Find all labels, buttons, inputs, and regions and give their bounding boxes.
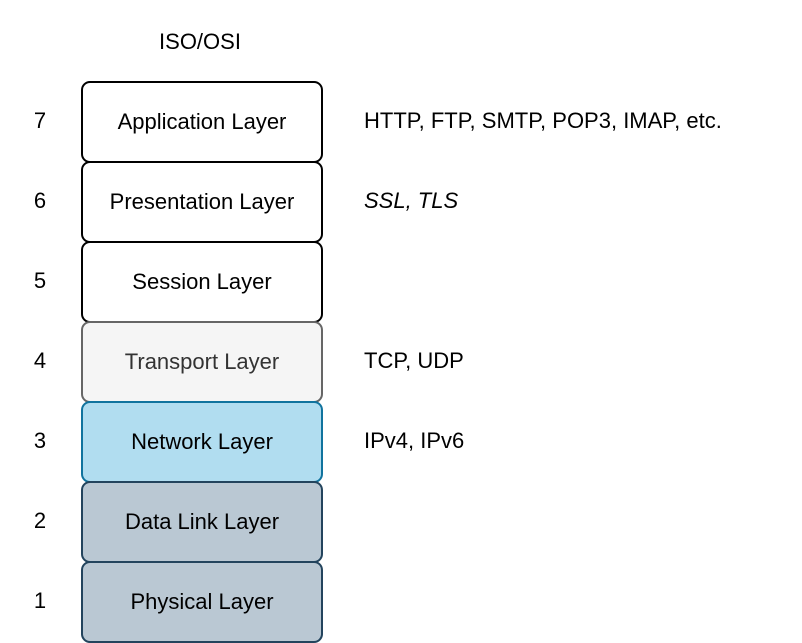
layer-number: 3 (33, 428, 47, 453)
layer-protocols: IPv4, IPv6 (364, 428, 465, 453)
layer-box-session: Session Layer (81, 241, 323, 323)
layer-row-1: 1 Physical Layer (0, 561, 802, 643)
layer-box-data-link: Data Link Layer (81, 481, 323, 563)
layer-box-presentation: Presentation Layer (81, 161, 323, 243)
layer-protocols: HTTP, FTP, SMTP, POP3, IMAP, etc. (364, 108, 722, 133)
layer-row-2: 2 Data Link Layer (0, 481, 802, 563)
layer-number: 1 (33, 588, 47, 613)
layer-box-transport: Transport Layer (81, 321, 323, 403)
layer-number: 2 (33, 508, 47, 533)
diagram-title: ISO/OSI (159, 29, 241, 54)
layer-number: 5 (33, 268, 47, 293)
layer-box-physical: Physical Layer (81, 561, 323, 643)
layer-row-6: 6 Presentation Layer SSL, TLS (0, 161, 802, 243)
layer-row-4: 4 Transport Layer TCP, UDP (0, 321, 802, 403)
layer-box-application: Application Layer (81, 81, 323, 163)
layer-row-3: 3 Network Layer IPv4, IPv6 (0, 401, 802, 483)
layer-row-7: 7 Application Layer HTTP, FTP, SMTP, POP… (0, 81, 802, 163)
layer-number: 6 (33, 188, 47, 213)
layer-protocols: TCP, UDP (364, 348, 464, 373)
layer-number: 4 (33, 348, 47, 373)
layer-box-network: Network Layer (81, 401, 323, 483)
layer-row-5: 5 Session Layer (0, 241, 802, 323)
layer-protocols: SSL, TLS (364, 188, 459, 213)
layer-number: 7 (33, 108, 47, 133)
